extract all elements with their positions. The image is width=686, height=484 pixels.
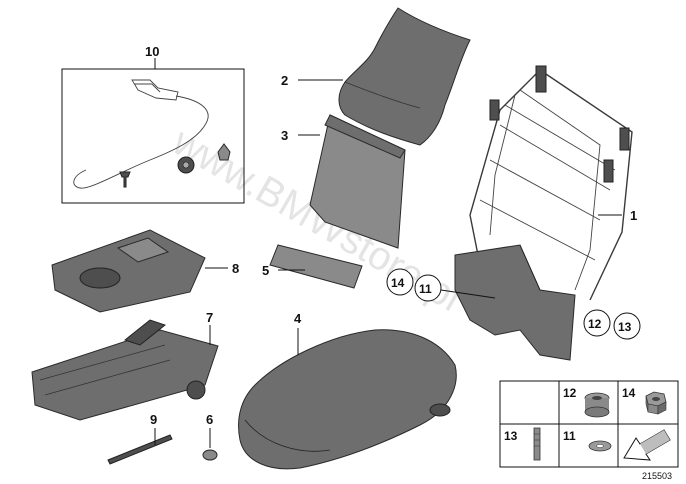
callout-8: 8 bbox=[232, 261, 239, 276]
part-7-mechanism: 7 bbox=[31, 310, 219, 421]
legend-14: 14 bbox=[622, 386, 636, 400]
fastener-legend: 12 14 13 11 bbox=[499, 380, 679, 468]
callout-3: 3 bbox=[281, 128, 288, 143]
callout-7: 7 bbox=[206, 310, 213, 325]
part-9-pin: 9 bbox=[107, 412, 173, 465]
part-3-pad: 3 bbox=[281, 114, 406, 249]
arrow-icon bbox=[623, 429, 671, 461]
callout-6: 6 bbox=[206, 412, 213, 427]
legend-13: 13 bbox=[504, 429, 518, 443]
part-2-cover-panel: 2 bbox=[281, 7, 471, 146]
callout-13: 13 bbox=[618, 320, 632, 334]
part-5-strip: 5 bbox=[262, 244, 363, 289]
callout-11: 11 bbox=[419, 282, 432, 296]
part-1-frame: 1 bbox=[454, 65, 637, 361]
callout-4: 4 bbox=[294, 311, 302, 326]
callout-9: 9 bbox=[150, 412, 157, 427]
callout-12: 12 bbox=[588, 317, 602, 331]
part-10-cable-set: 10 bbox=[61, 44, 245, 204]
callout-10: 10 bbox=[145, 44, 159, 59]
part-8-tray: 8 bbox=[51, 229, 239, 313]
callout-2: 2 bbox=[281, 73, 288, 88]
part-4-armrest: 4 bbox=[238, 311, 457, 470]
legend-11: 11 bbox=[563, 429, 576, 443]
callout-14: 14 bbox=[391, 276, 405, 290]
callouts-fasteners: 14 11 12 13 bbox=[386, 268, 641, 340]
diagram-number: 215503 bbox=[642, 471, 672, 481]
callout-1: 1 bbox=[630, 208, 637, 223]
legend-12: 12 bbox=[563, 386, 577, 400]
part-6-button: 6 bbox=[202, 412, 218, 461]
callout-5: 5 bbox=[262, 263, 269, 278]
